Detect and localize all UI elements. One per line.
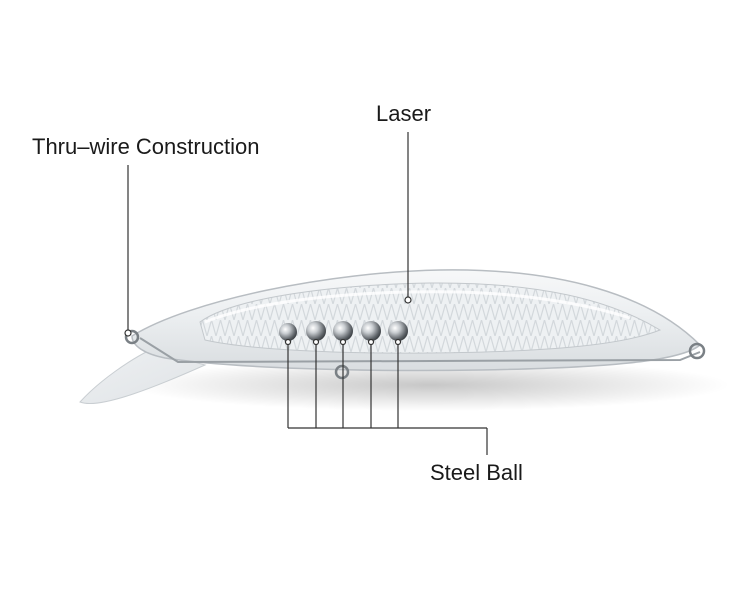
steel-balls [279,321,408,341]
steel-ball [279,323,297,341]
thru-wire [139,337,701,364]
belly-hook-eye [334,364,350,380]
diving-lip [79,349,207,404]
tail-hook-eye [688,342,706,360]
laser-highlight [204,290,631,324]
steel-ball [361,321,381,341]
line-tie-eye [124,329,140,345]
thru-wire-label: Thru–wire Construction [32,134,260,159]
laser-label: Laser [376,101,432,126]
leader-lines [124,132,488,455]
steel-ball-leader [284,338,488,455]
steel-ball [306,321,326,341]
lure-shadow [130,359,730,411]
laser-leader-dot [404,296,412,304]
thru-wire-leader-dot [124,329,132,337]
steel-ball [388,321,408,341]
steel-ball [333,321,353,341]
steel-ball-label: Steel Ball [430,460,523,485]
